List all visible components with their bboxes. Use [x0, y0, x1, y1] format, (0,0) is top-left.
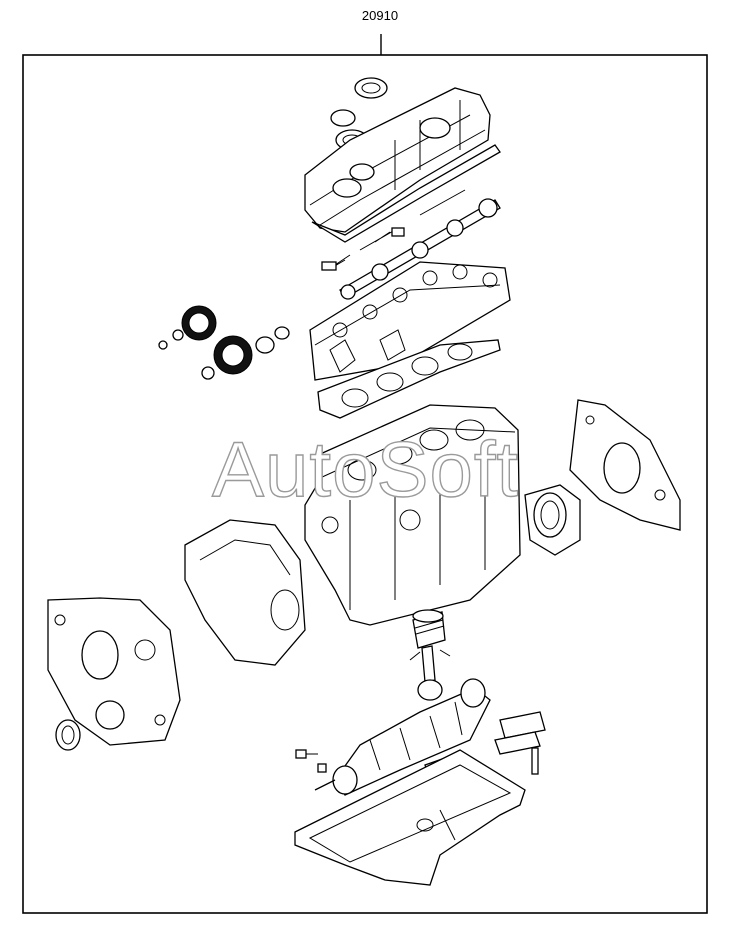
head-gasket — [317, 339, 501, 419]
bolts — [295, 749, 327, 773]
part-number-label: 20910 — [361, 8, 399, 23]
camshaft — [339, 198, 501, 300]
front-oil-seal — [55, 719, 81, 751]
connecting-rod — [409, 645, 451, 701]
rocker-cover — [304, 87, 501, 243]
cylinder-block — [304, 404, 521, 626]
rear-plate — [569, 399, 681, 531]
watermark: AutoSoft — [212, 425, 519, 513]
rear-oil-seal — [524, 484, 581, 556]
oil-pan — [294, 749, 526, 886]
gear-case-cover — [47, 597, 181, 746]
piston — [412, 609, 446, 649]
gear-case-gasket — [184, 519, 306, 666]
rocker-arms — [321, 189, 466, 271]
idler-gear — [158, 305, 290, 380]
crankshaft — [314, 678, 491, 796]
cylinder-head — [309, 261, 511, 381]
diagram-frame — [22, 54, 708, 914]
